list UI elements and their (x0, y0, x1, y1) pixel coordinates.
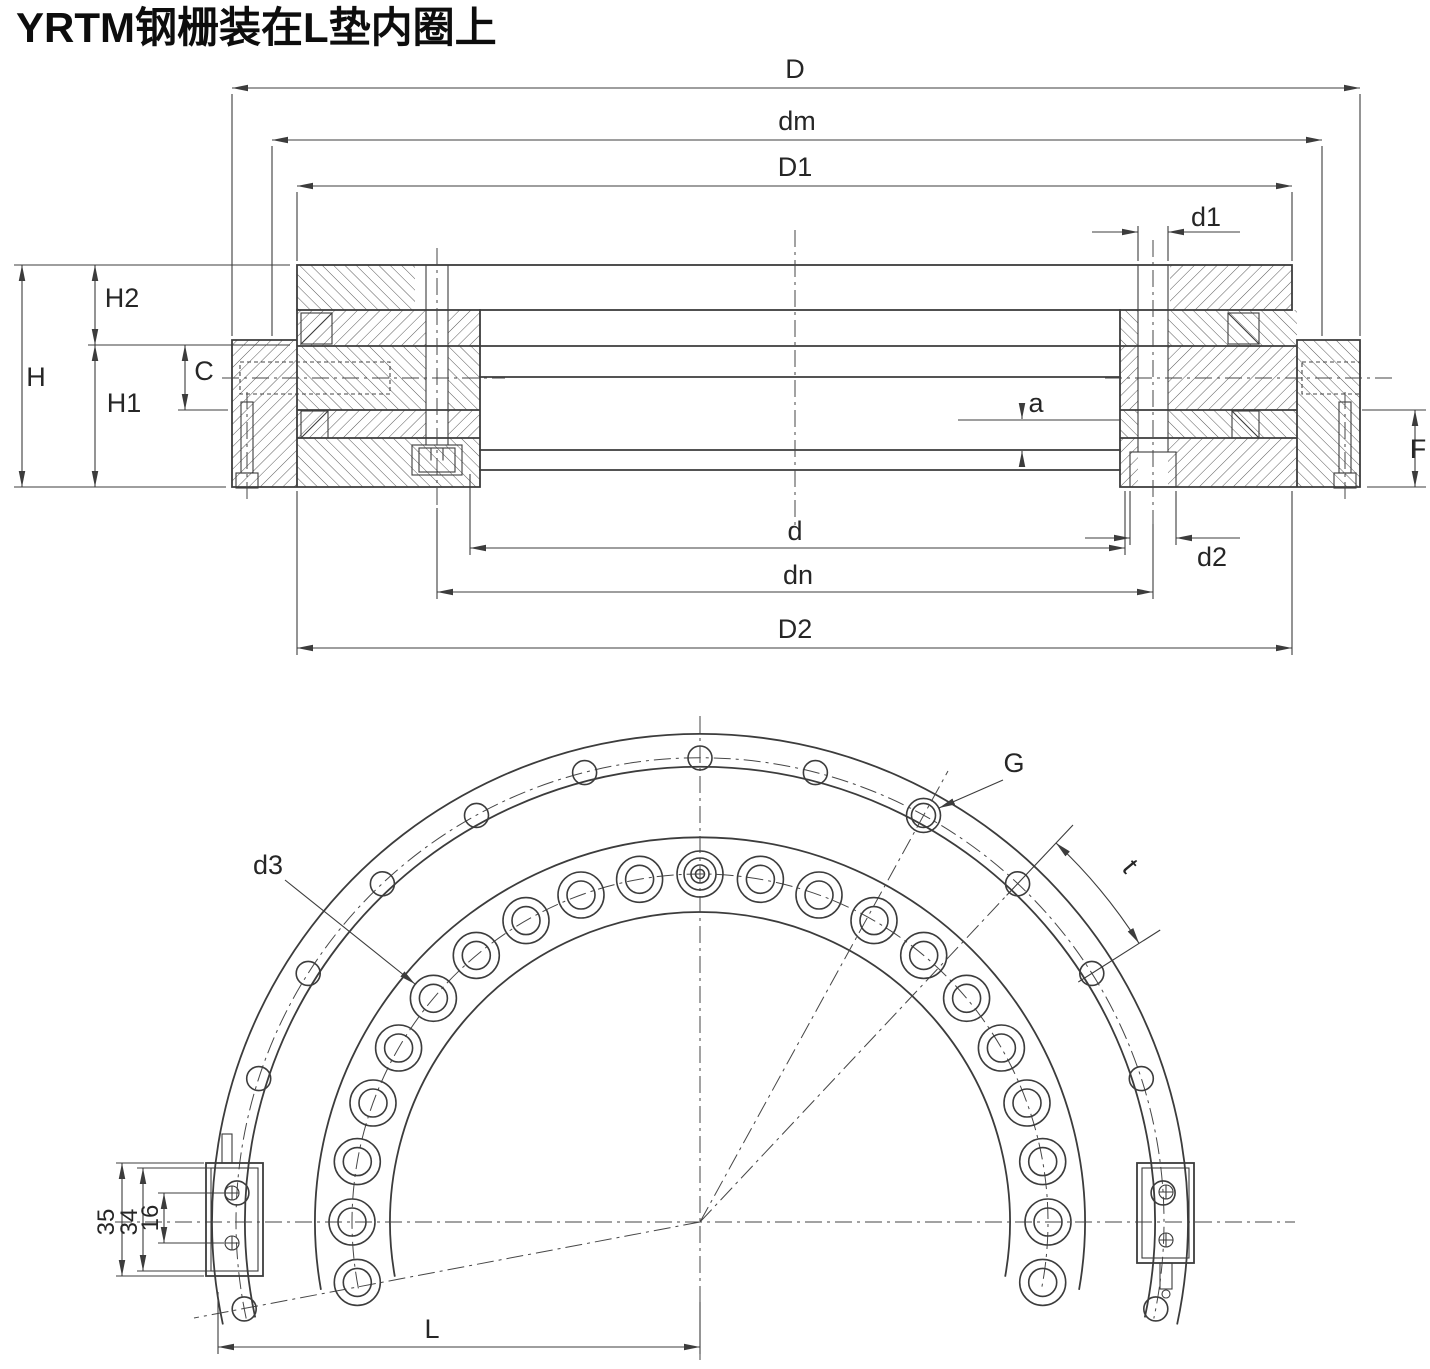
drawing-title: YRTM钢栅装在L垫内圈上 (16, 4, 497, 51)
dim-t-label: t (1116, 854, 1144, 879)
section-dimension-lines (18, 84, 1419, 652)
dim-35-label: 35 (93, 1209, 120, 1236)
dim-H2-label: H2 (105, 283, 140, 313)
roller-right-top (1227, 312, 1260, 345)
plan-dimension-lines (118, 1162, 701, 1351)
dim-F-label: F (1410, 434, 1427, 464)
roller-left-top (300, 312, 333, 345)
dim-d2-label: d2 (1197, 542, 1227, 572)
plan-dimension-labels: G t d3 L 35 34 16 (93, 748, 1145, 1344)
dim-d-label: d (787, 516, 802, 546)
dim-dm-label: dm (778, 106, 816, 136)
left-reading-head (205, 1133, 264, 1277)
section-dimension-labels: D dm D1 d1 H H2 C H1 a F d dn D2 d2 (26, 54, 1426, 644)
section-centerlines (222, 230, 1392, 525)
section-view: D dm D1 d1 H H2 C H1 a F d dn D2 d2 (14, 54, 1426, 655)
dim-C-label: C (194, 356, 214, 386)
right-reading-head (1136, 1162, 1195, 1299)
dim-16-label: 16 (137, 1205, 164, 1232)
dim-H-label: H (26, 362, 46, 392)
dim-D2-label: D2 (778, 614, 813, 644)
dim-d1-label: d1 (1191, 202, 1221, 232)
bolt-holes (224, 745, 1176, 1322)
dim-D1-label: D1 (778, 152, 813, 182)
hatch-areas (232, 265, 1360, 487)
dim-a-label: a (1028, 388, 1044, 418)
plan-view: G t d3 L 35 34 16 (93, 716, 1295, 1360)
dim-d3-label: d3 (253, 850, 283, 880)
plan-centerlines (115, 716, 1295, 1360)
dim-34-label: 34 (116, 1209, 143, 1236)
dim-G-label: G (1003, 748, 1024, 778)
dim-H1-label: H1 (107, 388, 142, 418)
dim-D-label: D (785, 54, 805, 84)
section-extension-lines (14, 94, 1426, 655)
plan-extension-lines (116, 1162, 701, 1354)
dim-dn-label: dn (783, 560, 813, 590)
leader-lines (284, 779, 1004, 985)
pitch-dimension-t (1006, 824, 1161, 983)
dim-L-label: L (424, 1314, 439, 1344)
